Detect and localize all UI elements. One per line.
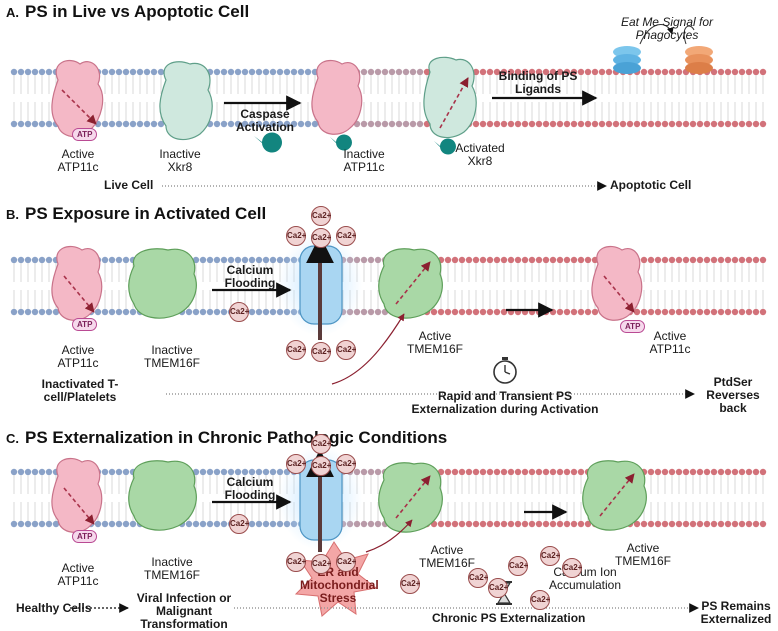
calcium-ion-icon: Ca2+	[286, 340, 306, 360]
panel-a-title: A. PS in Live vs Apoptotic Cell	[6, 2, 249, 22]
panel-b-title-text: PS Exposure in Activated Cell	[25, 204, 267, 223]
calcium-ion-icon: Ca2+	[468, 568, 488, 588]
active-tmem16f-label-b: Active TMEM16F	[406, 329, 463, 356]
atp11c-protein-b1	[51, 245, 103, 321]
atp-badge-b2: ATP	[620, 320, 646, 333]
ptdser-reverses-label: PtdSer Reverses back	[706, 375, 760, 415]
atp-badge-b1: ATP	[72, 318, 98, 331]
inactive-tmem16f-label-c: Inactive TMEM16F	[143, 555, 200, 582]
caspase-activation-label: Caspase Activation	[235, 107, 294, 134]
calcium-ion-icon: Ca2+	[562, 558, 582, 578]
calcium-ion-icon: Ca2+	[286, 552, 306, 572]
active-atp11c-label-b2: Active ATP11c	[649, 329, 691, 356]
tmem16f-protein-b1	[128, 248, 197, 319]
calcium-ion-icon: Ca2+	[488, 578, 508, 598]
calcium-accumulation-label: Calcium Ion Accumulation	[548, 565, 622, 592]
calcium-flooding-label-c: Calcium Flooding	[224, 475, 276, 502]
calcium-ion-icon: Ca2+	[311, 434, 331, 454]
calcium-ion-icon: Ca2+	[311, 554, 331, 574]
atp-badge-a: ATP	[72, 128, 98, 141]
inactive-atp11c-label: Inactive ATP11c	[343, 147, 385, 174]
rapid-transient-label: Rapid and Transient PS Externalization d…	[411, 389, 599, 416]
caspase-icon-2	[330, 134, 352, 151]
viral-infection-label: Viral Infection or Malignant Transformat…	[136, 591, 232, 631]
panel-a-title-text: PS in Live vs Apoptotic Cell	[25, 2, 250, 21]
inactive-xkr8-label: Inactive Xkr8	[159, 147, 201, 174]
calcium-ion-icon: Ca2+	[508, 556, 528, 576]
er-mito-stress-label: ER and Mitochondrial Stress	[300, 565, 379, 605]
binding-ps-ligands-label: Binding of PS Ligands	[498, 69, 578, 96]
chronic-ps-label: Chronic PS Externalization	[432, 611, 586, 625]
atp-badge-c: ATP	[72, 530, 98, 543]
calcium-ion-icon: Ca2+	[540, 546, 560, 566]
caspase-icon-1	[254, 132, 282, 153]
activated-xkr8-label: Activated Xkr8	[455, 141, 505, 168]
calcium-flooding-label-b: Calcium Flooding	[224, 263, 276, 290]
panel-c-title-text: PS Externalization in Chronic Pathologic…	[25, 428, 448, 447]
healthy-cells-label: Healthy Cells	[16, 601, 92, 615]
calcium-ion-icon: Ca2+	[336, 454, 356, 474]
inactivated-cell-label: Inactivated T-cell/Platelets	[41, 377, 119, 404]
calcium-ion-icon: Ca2+	[229, 302, 249, 322]
atp11c-protein-b2	[591, 245, 643, 321]
calcium-ion-icon: Ca2+	[336, 226, 356, 246]
apoptotic-cell-label: Apoptotic Cell	[610, 178, 692, 192]
calcium-ion-icon: Ca2+	[311, 228, 331, 248]
xkr8-protein-a2	[423, 56, 477, 139]
caspase-icon-3	[434, 138, 456, 155]
active-atp11c-label-c: Active ATP11c	[57, 561, 99, 588]
calcium-ion-icon: Ca2+	[286, 454, 306, 474]
xkr8-protein-a1	[159, 61, 213, 141]
phagocyte-receptor-orange-icon	[685, 46, 713, 74]
panel-c-title: C. PS Externalization in Chronic Patholog…	[6, 428, 447, 448]
atp11c-protein-a2	[311, 59, 363, 135]
atp11c-protein-c1	[51, 457, 103, 533]
calcium-ion-icon: Ca2+	[229, 514, 249, 534]
active-tmem16f-label-c2: Active TMEM16F	[614, 541, 671, 568]
live-cell-label: Live Cell	[104, 178, 154, 192]
active-atp11c-label-b1: Active ATP11c	[57, 343, 99, 370]
ps-remains-label: PS Remains Externalized	[700, 599, 772, 626]
phagocyte-receptor-blue-icon	[613, 46, 641, 74]
stopwatch-icon	[493, 357, 517, 384]
panel-b-title: B. PS Exposure in Activated Cell	[6, 204, 266, 224]
calcium-ion-icon: Ca2+	[336, 552, 356, 572]
calcium-ion-icon: Ca2+	[400, 574, 420, 594]
inactive-tmem16f-label-b: Inactive TMEM16F	[143, 343, 200, 370]
calcium-ion-icon: Ca2+	[530, 590, 550, 610]
panel-a-letter: A.	[6, 5, 19, 20]
tmem16f-protein-c1	[128, 460, 197, 531]
calcium-ion-icon: Ca2+	[311, 206, 331, 226]
panel-b-letter: B.	[6, 207, 19, 222]
calcium-ion-icon: Ca2+	[311, 456, 331, 476]
panel-c-letter: C.	[6, 431, 19, 446]
active-tmem16f-label-c1: Active TMEM16F	[418, 543, 475, 570]
active-atp11c-label-a: Active ATP11c	[57, 147, 99, 174]
atp11c-protein-a1	[51, 59, 104, 138]
calcium-ion-icon: Ca2+	[286, 226, 306, 246]
calcium-ion-icon: Ca2+	[311, 342, 331, 362]
tmem16f-protein-b2	[378, 248, 443, 319]
tmem16f-protein-c3	[582, 460, 647, 531]
calcium-ion-icon: Ca2+	[336, 340, 356, 360]
eat-me-signal-label: Eat Me Signal for Phagocytes	[620, 15, 714, 42]
